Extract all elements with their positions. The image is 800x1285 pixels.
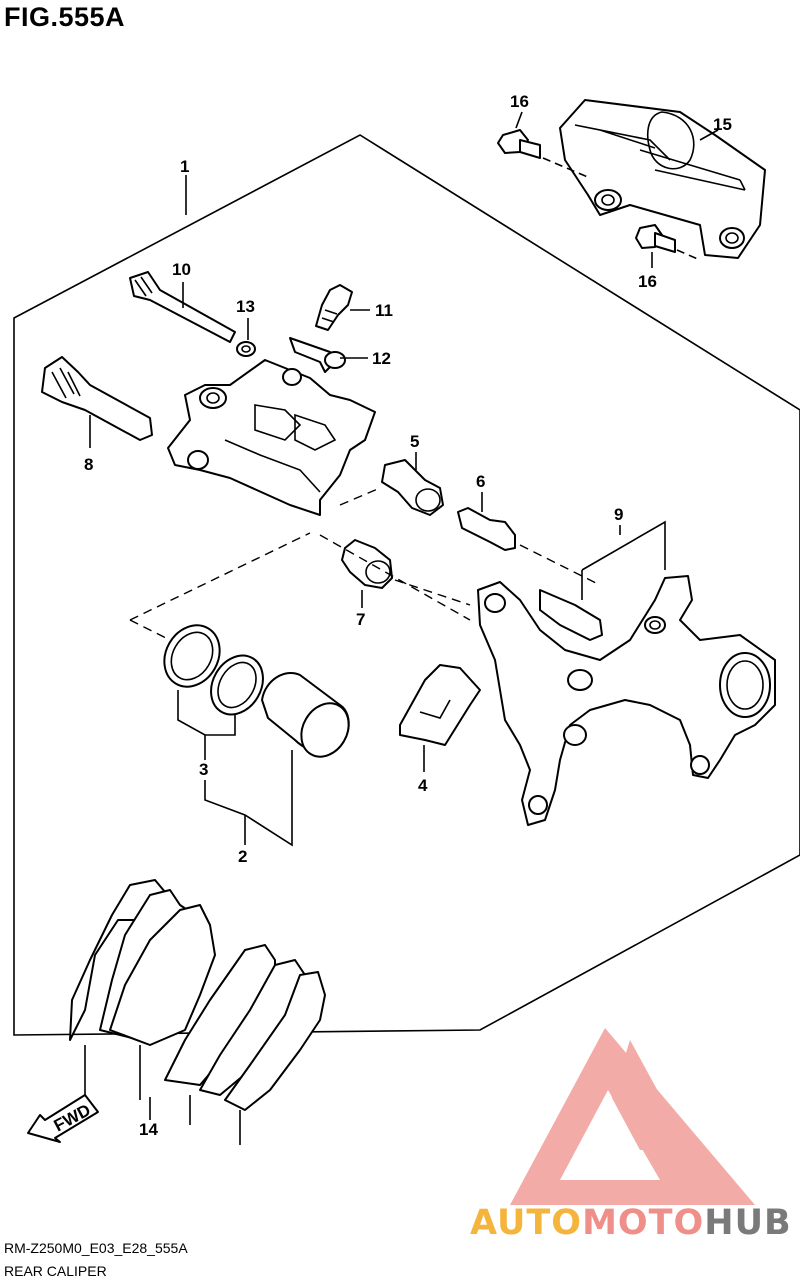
boot-7-drawing (341, 539, 393, 589)
watermark-hub: HUB (704, 1203, 792, 1243)
callout-2: 2 (238, 847, 247, 866)
caliper-body-drawing (167, 359, 376, 516)
callout-9: 9 (614, 505, 623, 524)
caliper-assembly-outline (13, 134, 800, 1036)
watermark-moto: MOTO (582, 1203, 705, 1243)
bolt-16-upper-drawing (497, 129, 591, 179)
watermark-text: AUTOMOTOHUB (470, 1203, 792, 1243)
callout-6: 6 (476, 472, 485, 491)
figure-name: REAR CALIPER (4, 1263, 107, 1279)
callout-3: 3 (199, 760, 208, 779)
spring-4-drawing (399, 664, 481, 746)
callout-7: 7 (356, 610, 365, 629)
callout-12: 12 (372, 349, 391, 368)
callout-5: 5 (410, 432, 419, 451)
seal-3-drawing (163, 624, 264, 716)
callout-13: 13 (236, 297, 255, 316)
washer-13-drawing (236, 341, 256, 357)
cap-12-drawing (289, 337, 346, 373)
callout-11: 11 (375, 301, 393, 320)
pin-8-drawing (41, 356, 153, 441)
figure-code: RM-Z250M0_E03_E28_555A (4, 1240, 188, 1256)
watermark-logo-icon (510, 1028, 755, 1205)
piston-2-drawing (261, 672, 350, 758)
boot-5-drawing (381, 459, 444, 516)
fwd-arrow-icon (27, 1094, 99, 1143)
callout-8: 8 (84, 455, 93, 474)
bolt-16-lower-drawing (635, 224, 701, 261)
callout-1: 1 (180, 157, 189, 176)
callout-16-upper: 16 (510, 92, 529, 111)
watermark-auto: AUTO (470, 1203, 583, 1243)
figure-title: FIG.555A (4, 2, 126, 32)
callout-15: 15 (713, 115, 732, 134)
callout-10: 10 (172, 260, 191, 279)
bracket-15-drawing (559, 99, 766, 259)
pads-14-drawing (69, 879, 326, 1145)
callout-16-lower: 16 (638, 272, 657, 291)
callout-14: 14 (139, 1120, 158, 1139)
callout-4: 4 (418, 776, 428, 795)
pin-6-drawing (457, 507, 516, 551)
support-9-drawing (477, 575, 776, 826)
bleeder-11-drawing (315, 284, 353, 331)
